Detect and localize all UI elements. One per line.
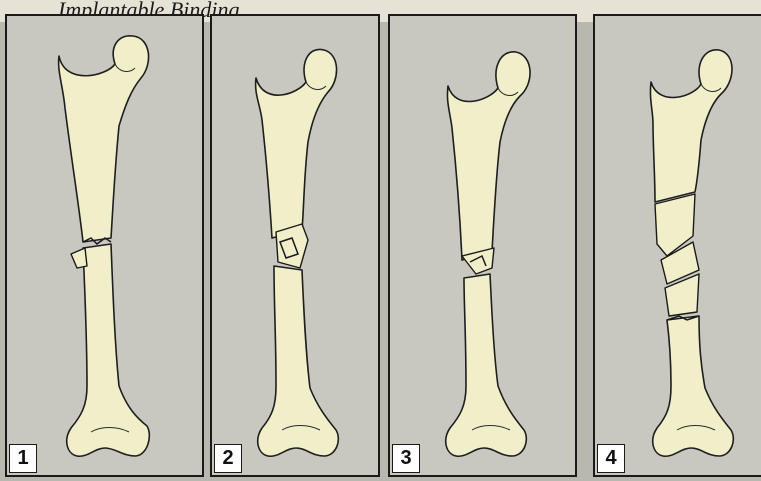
panel-number-2: 2 <box>214 444 242 473</box>
lower-bone-fragment <box>653 316 734 456</box>
upper-bone-fragment <box>256 49 337 238</box>
panel-2: 2 <box>210 14 380 477</box>
panel-number-4: 4 <box>597 444 625 473</box>
upper-bone-fragment <box>447 52 530 260</box>
panel-number-1: 1 <box>9 444 37 473</box>
upper-bone-fragment <box>650 50 732 202</box>
lower-bone-fragment <box>446 274 527 456</box>
femur-fracture-2-illustration <box>212 16 380 477</box>
panel-1: 1 <box>5 14 204 477</box>
panel-number-3: 3 <box>392 444 420 473</box>
lower-bone-fragment <box>258 266 339 456</box>
femur-fracture-4-illustration <box>595 16 761 477</box>
femur-fracture-3-illustration <box>390 16 577 477</box>
panel-4: 4 <box>593 14 761 477</box>
upper-bone-fragment <box>59 36 149 242</box>
panel-3: 3 <box>388 14 577 477</box>
lower-bone-fragment <box>67 244 150 456</box>
femur-fracture-1-illustration <box>7 16 204 477</box>
